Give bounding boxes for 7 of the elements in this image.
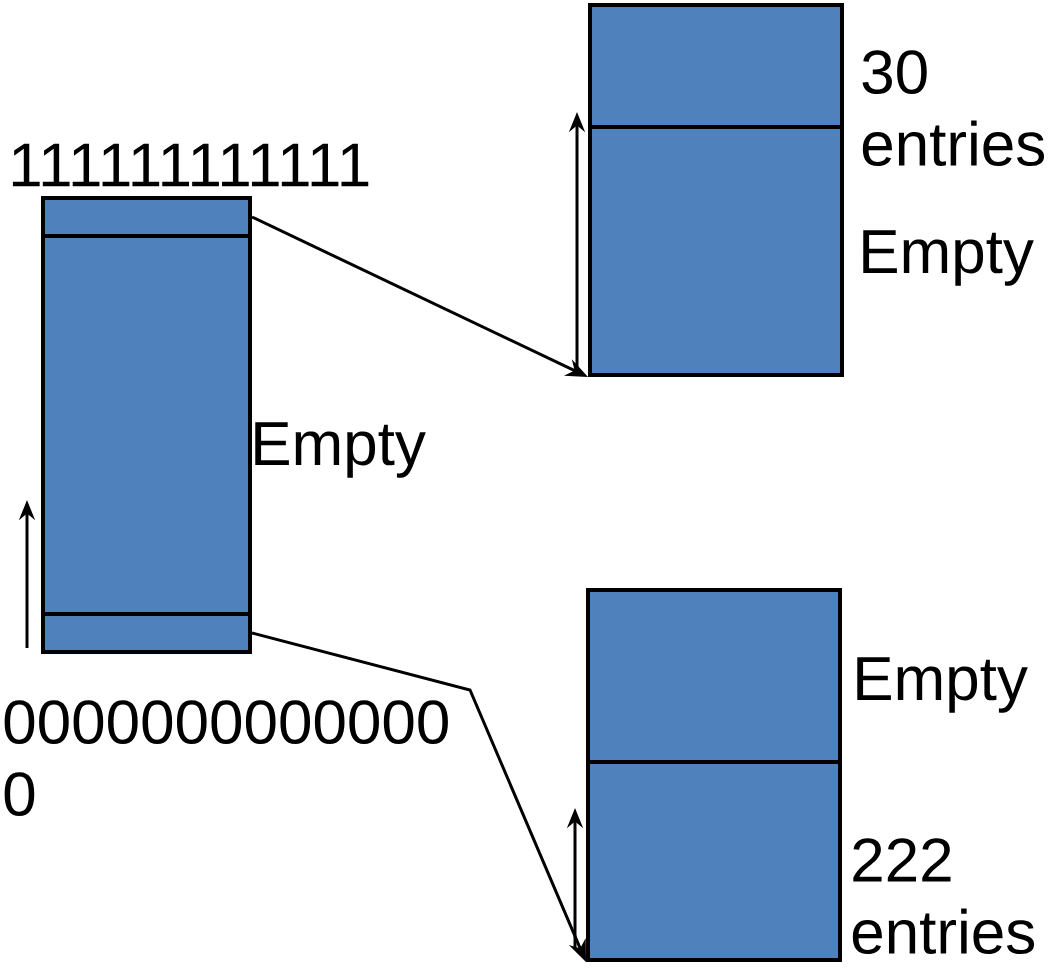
segment-label: Empty [857, 657, 1028, 713]
segment-label: Empty [255, 422, 426, 478]
segment-label: 0000000000000 0 [4, 700, 448, 817]
segment-label: Empty [863, 230, 1034, 286]
segment-label: 222 entries [852, 838, 1035, 955]
segment-label: 30 entries [862, 50, 1045, 167]
segment-label: 111111111111 [12, 143, 369, 187]
